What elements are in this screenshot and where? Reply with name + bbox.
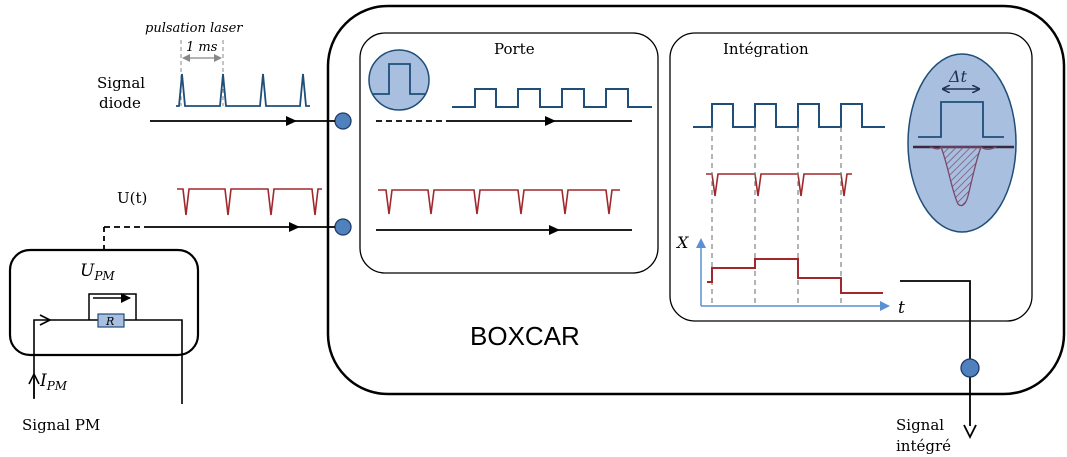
integration-pm-signal (706, 173, 852, 197)
pm-box (8, 248, 200, 357)
porte-pm-signal (378, 189, 620, 215)
integration-title: Intégration (723, 40, 809, 58)
integrated-staircase (707, 258, 883, 294)
u-t-label: U(t) (117, 189, 147, 207)
gate-inset-pulse (373, 63, 425, 95)
resistor-label: R (105, 315, 114, 328)
output-node (960, 358, 980, 378)
integration-inset-ellipse (907, 53, 1017, 233)
porte-panel: Porte (359, 32, 659, 274)
pm-current-arrow-in-box (39, 314, 52, 326)
porte-title: Porte (494, 40, 535, 58)
axis-x-label: X (675, 233, 689, 252)
boxcar-box (326, 4, 1066, 396)
i-pm-label: IPM (39, 371, 68, 393)
input-node-diode (334, 112, 352, 130)
signal-diode-label-1: Signal (97, 74, 145, 92)
signal-integre-label-2: intégré (896, 437, 951, 455)
signal-integre-label-1: Signal (896, 416, 944, 434)
signal-pm-label: Signal PM (22, 416, 100, 434)
inset-pm-pulse-hatched (940, 146, 982, 207)
porte-gate-wave (452, 88, 652, 108)
integration-gate-wave (693, 103, 885, 128)
signal-diode-label-2: diode (99, 94, 141, 112)
u-pm-label: UPM (80, 261, 115, 283)
resistor (97, 313, 125, 328)
boxcar-label: BOXCAR (470, 321, 580, 351)
period-label: 1 ms (186, 40, 218, 55)
pulsation-laser-label: pulsation laser (145, 21, 243, 36)
u-pm-bracket (88, 293, 137, 320)
axis-t-label: t (898, 298, 905, 318)
gate-inset-circle (368, 49, 430, 111)
diode-pulse-train (176, 73, 310, 107)
u-t-signal (177, 188, 322, 216)
inset-gate-pulse (918, 101, 1004, 138)
output-line (900, 280, 971, 426)
integration-panel: Intégration X t Δt (669, 32, 1033, 322)
input-node-pm (334, 218, 352, 236)
delta-t-label: Δt (948, 67, 968, 86)
